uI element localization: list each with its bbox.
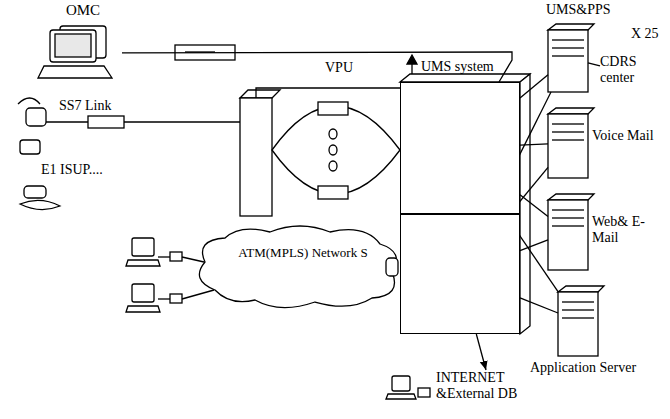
box-side	[520, 74, 530, 334]
icon-area	[558, 286, 598, 356]
pc-box	[170, 294, 182, 303]
server-node: Application Server	[528, 286, 638, 398]
node-text: Web& E-Mail	[592, 214, 666, 246]
icon-area	[548, 108, 588, 178]
phone	[26, 108, 46, 126]
box-top	[400, 74, 530, 82]
server	[548, 24, 594, 92]
icon-area	[548, 194, 588, 270]
text-slot: UMS&PPS	[546, 2, 638, 18]
switch-box	[240, 98, 272, 216]
interface-label: E1 ISUP....	[40, 162, 104, 178]
connector-line	[520, 298, 558, 313]
pc	[392, 376, 410, 391]
node-text: UMS system	[421, 59, 517, 75]
wire	[158, 256, 170, 257]
text-slot: Web& E-Mail	[592, 214, 666, 246]
terminal	[20, 200, 60, 209]
server	[558, 286, 604, 356]
server	[548, 108, 594, 178]
node-text: INTERNET &External DB	[436, 370, 548, 402]
text-slot: Application Server	[528, 360, 638, 376]
node-text: ATM(MPLS) Network S	[223, 246, 383, 261]
icon-area	[46, 24, 122, 82]
node-text: Application Server	[528, 360, 638, 376]
omc-terminal: OMC	[38, 4, 128, 84]
icon-area	[548, 24, 588, 92]
screen	[55, 34, 91, 57]
interface-label: X 25	[630, 26, 660, 42]
node-text: VPU	[282, 60, 396, 76]
pc-base	[386, 394, 416, 399]
cdrs-center: CDRS center	[600, 54, 668, 94]
internet-db: INTERNET &External DB	[436, 370, 548, 414]
server-node: Web& E-Mail	[546, 194, 668, 272]
arrow-head	[407, 55, 417, 64]
text-slot: CDRS center	[600, 54, 668, 86]
connector-line	[520, 195, 548, 217]
antenna	[18, 98, 40, 104]
pc	[132, 238, 154, 256]
text-slot: VPU	[282, 60, 396, 76]
wire	[182, 290, 214, 299]
server-node: Voice Mail	[546, 108, 668, 180]
connector-line	[520, 240, 548, 251]
ums-system-box: UMS system	[400, 82, 520, 214]
link-label: SS7 Link	[58, 98, 113, 114]
pc-base	[126, 306, 160, 312]
pc-box	[170, 252, 182, 261]
wire	[182, 257, 204, 262]
text-slot: INTERNET &External DB	[436, 370, 548, 402]
connector-line	[588, 63, 600, 66]
monitor	[50, 30, 96, 62]
text-slot: OMC	[38, 2, 128, 19]
vpu-card	[318, 102, 348, 115]
pc-box	[418, 388, 430, 397]
node-text: UMS&PPS	[546, 2, 638, 18]
vpu-dot	[329, 129, 337, 139]
vpu-dot	[329, 161, 337, 171]
text-slot: Voice Mail	[592, 128, 666, 144]
connector-line	[520, 75, 548, 98]
node-text: Voice Mail	[592, 128, 666, 144]
text-slot: ATM(MPLS) Network S	[223, 246, 383, 261]
wire	[256, 88, 400, 98]
keyboard	[38, 66, 112, 78]
connector-line	[476, 334, 486, 370]
vpu-group: VPU	[282, 56, 396, 206]
pc	[132, 284, 154, 302]
server	[548, 194, 594, 270]
cloud	[199, 226, 396, 308]
coil	[386, 258, 398, 276]
terminal	[24, 186, 46, 198]
node-text: CDRS center	[600, 54, 668, 86]
link-box	[88, 116, 124, 128]
vpu-lens	[272, 106, 400, 194]
switch-top	[240, 90, 280, 98]
pc-base	[126, 260, 160, 266]
vpu-dot	[329, 145, 337, 155]
text-slot: UMS system	[421, 59, 517, 75]
atm-cloud: ATM(MPLS) Network S	[195, 226, 400, 308]
terminal	[20, 140, 40, 154]
wire	[158, 298, 170, 299]
network-switch-box	[400, 214, 520, 334]
ss7-wire	[46, 121, 240, 122]
vpu-card	[318, 186, 348, 199]
node-text: OMC	[38, 2, 128, 19]
